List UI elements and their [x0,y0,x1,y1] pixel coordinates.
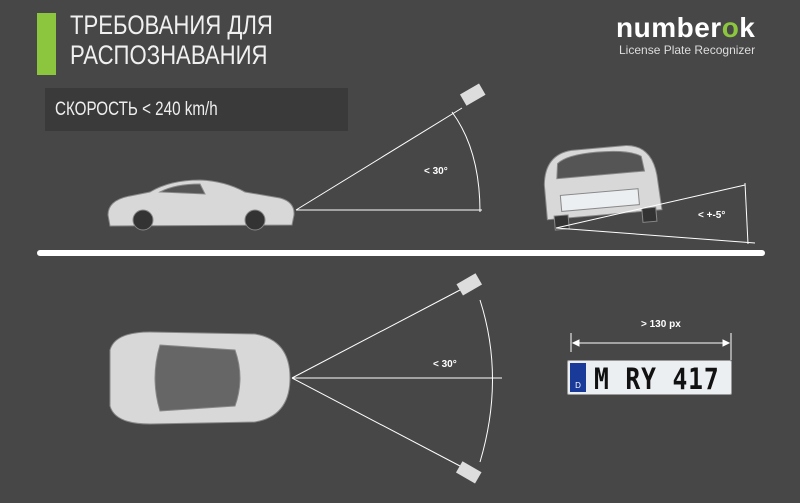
speed-label: СКОРОСТЬ < 240 km/h [55,99,218,120]
camera-icon [459,83,486,106]
logo-subtitle: License Plate Recognizer [619,43,756,57]
camera-icon [456,273,483,296]
logo: numberok [616,12,756,43]
front-car-icon [543,145,663,231]
license-plate: D M RY 417 [567,360,732,396]
title-line-1: ТРЕБОВАНИЯ ДЛЯ [70,10,273,40]
side-angle-lines [295,107,482,213]
side-angle-label: < 30° [424,166,448,177]
speed-box: СКОРОСТЬ < 240 km/h [45,88,348,131]
top-angle-label: < 30° [433,359,457,370]
plate-width-dimension [570,333,732,360]
eu-flag-icon: D [570,363,586,392]
side-car-icon [107,179,295,231]
plate-width-label: > 130 px [641,319,681,330]
title-line-2: РАСПОЗНАВАНИЯ [70,40,268,70]
tilt-angle-label: < +-5° [698,210,726,221]
plate-number: M RY 417 [594,362,720,396]
accent-bar [37,13,56,75]
tilt-angle-lines [555,182,756,245]
top-car-icon [109,331,291,425]
page-title: ТРЕБОВАНИЯ ДЛЯ РАСПОЗНАВАНИЯ [70,10,273,70]
top-angle-lines [291,289,502,467]
camera-icon [455,461,482,484]
